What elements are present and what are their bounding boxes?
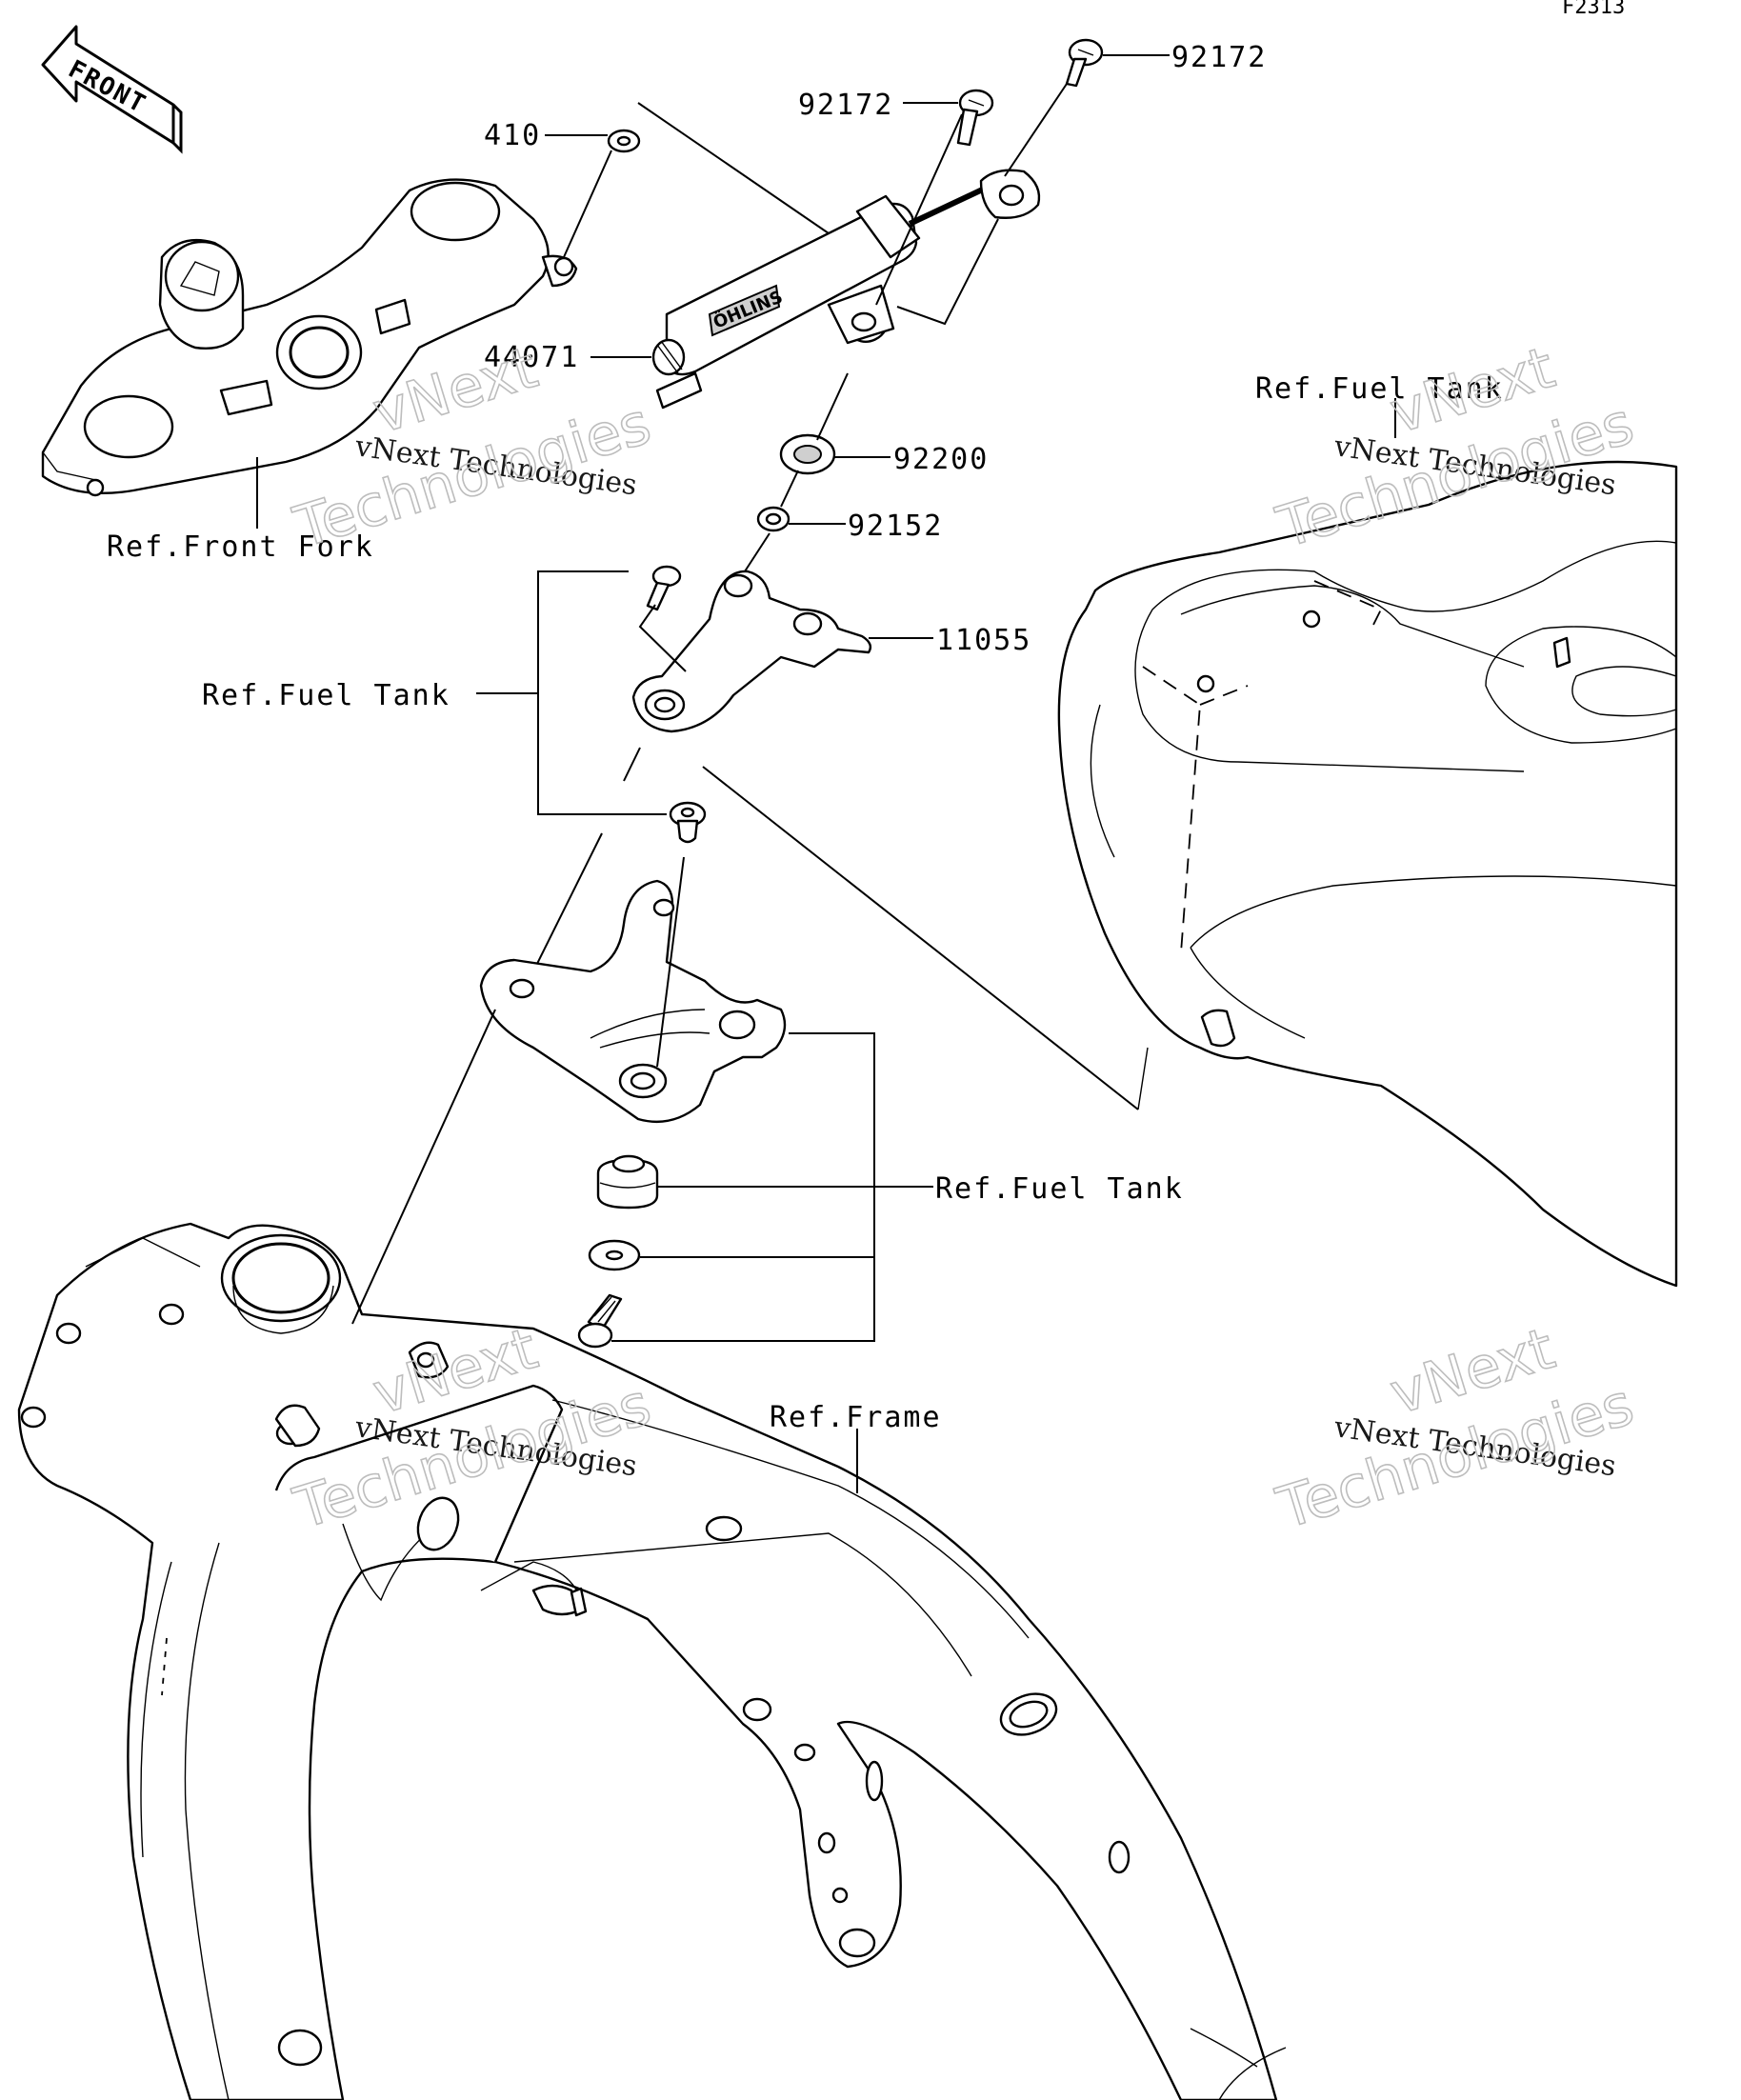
assembly-line-bracket-bolt — [638, 604, 687, 672]
label-92200: 92200 — [893, 443, 989, 476]
front-arrow-icon: FRONT — [41, 25, 183, 154]
fuel-tank-mid-bracket-line — [611, 1032, 875, 1342]
label-92172-top: 92172 — [1171, 41, 1267, 74]
label-410: 410 — [484, 119, 541, 152]
assembly-line-410-damper — [637, 102, 830, 234]
assembly-line-92172-top — [1004, 83, 1068, 177]
bolt-92172-top — [1065, 38, 1104, 88]
grommet-collar — [669, 801, 707, 844]
label-44071: 44071 — [484, 341, 579, 374]
assembly-line-collar-tank — [702, 766, 1139, 1110]
assembly-line-92152 — [780, 470, 799, 508]
figure-id: F2313 — [1562, 0, 1625, 19]
assembly-line-410 — [563, 150, 612, 258]
bushing-92200 — [779, 433, 836, 475]
bracket-11055 — [631, 570, 872, 733]
assembly-line-92200 — [816, 372, 849, 441]
rubber-grommet — [596, 1154, 659, 1210]
assembly-line-collar-top — [623, 747, 641, 782]
washer-410 — [607, 129, 641, 153]
label-92172-mid: 92172 — [798, 89, 893, 122]
washer — [588, 1239, 641, 1271]
ref-fuel-tank-left-label: Ref.Fuel Tank — [202, 679, 450, 712]
ref-fuel-tank-mid-label: Ref.Fuel Tank — [935, 1172, 1184, 1206]
assembly-line-plate-frame — [351, 1009, 496, 1325]
label-11055: 11055 — [936, 624, 1031, 657]
fuel-tank-mount-plate — [479, 879, 787, 1123]
ref-front-fork-label: Ref.Front Fork — [107, 530, 374, 564]
assembly-line-collar-plate — [656, 856, 685, 1068]
label-92152: 92152 — [848, 510, 943, 543]
collar-92152 — [756, 506, 790, 532]
assembly-line-bracket-frame-top — [528, 832, 603, 982]
steering-damper: ÖHLINS — [651, 169, 1041, 410]
front-fork-triple-clamp — [41, 178, 578, 497]
assembly-line-damper-end — [896, 218, 999, 326]
frame — [17, 1222, 1287, 2100]
ref-frame-label: Ref.Frame — [770, 1401, 942, 1434]
assembly-line-92152-bracket — [744, 532, 770, 572]
bracket-bolt — [646, 565, 682, 611]
assembly-line-92172-mid — [875, 113, 963, 306]
ref-fuel-tank-right-label: Ref.Fuel Tank — [1255, 372, 1504, 406]
bolt-92172-mid — [956, 89, 994, 147]
watermark-bottom-right: vNext vNext Technologies Technologies — [1269, 1314, 1642, 1543]
mount-bolt — [577, 1293, 623, 1349]
fuel-tank — [1057, 460, 1678, 1288]
